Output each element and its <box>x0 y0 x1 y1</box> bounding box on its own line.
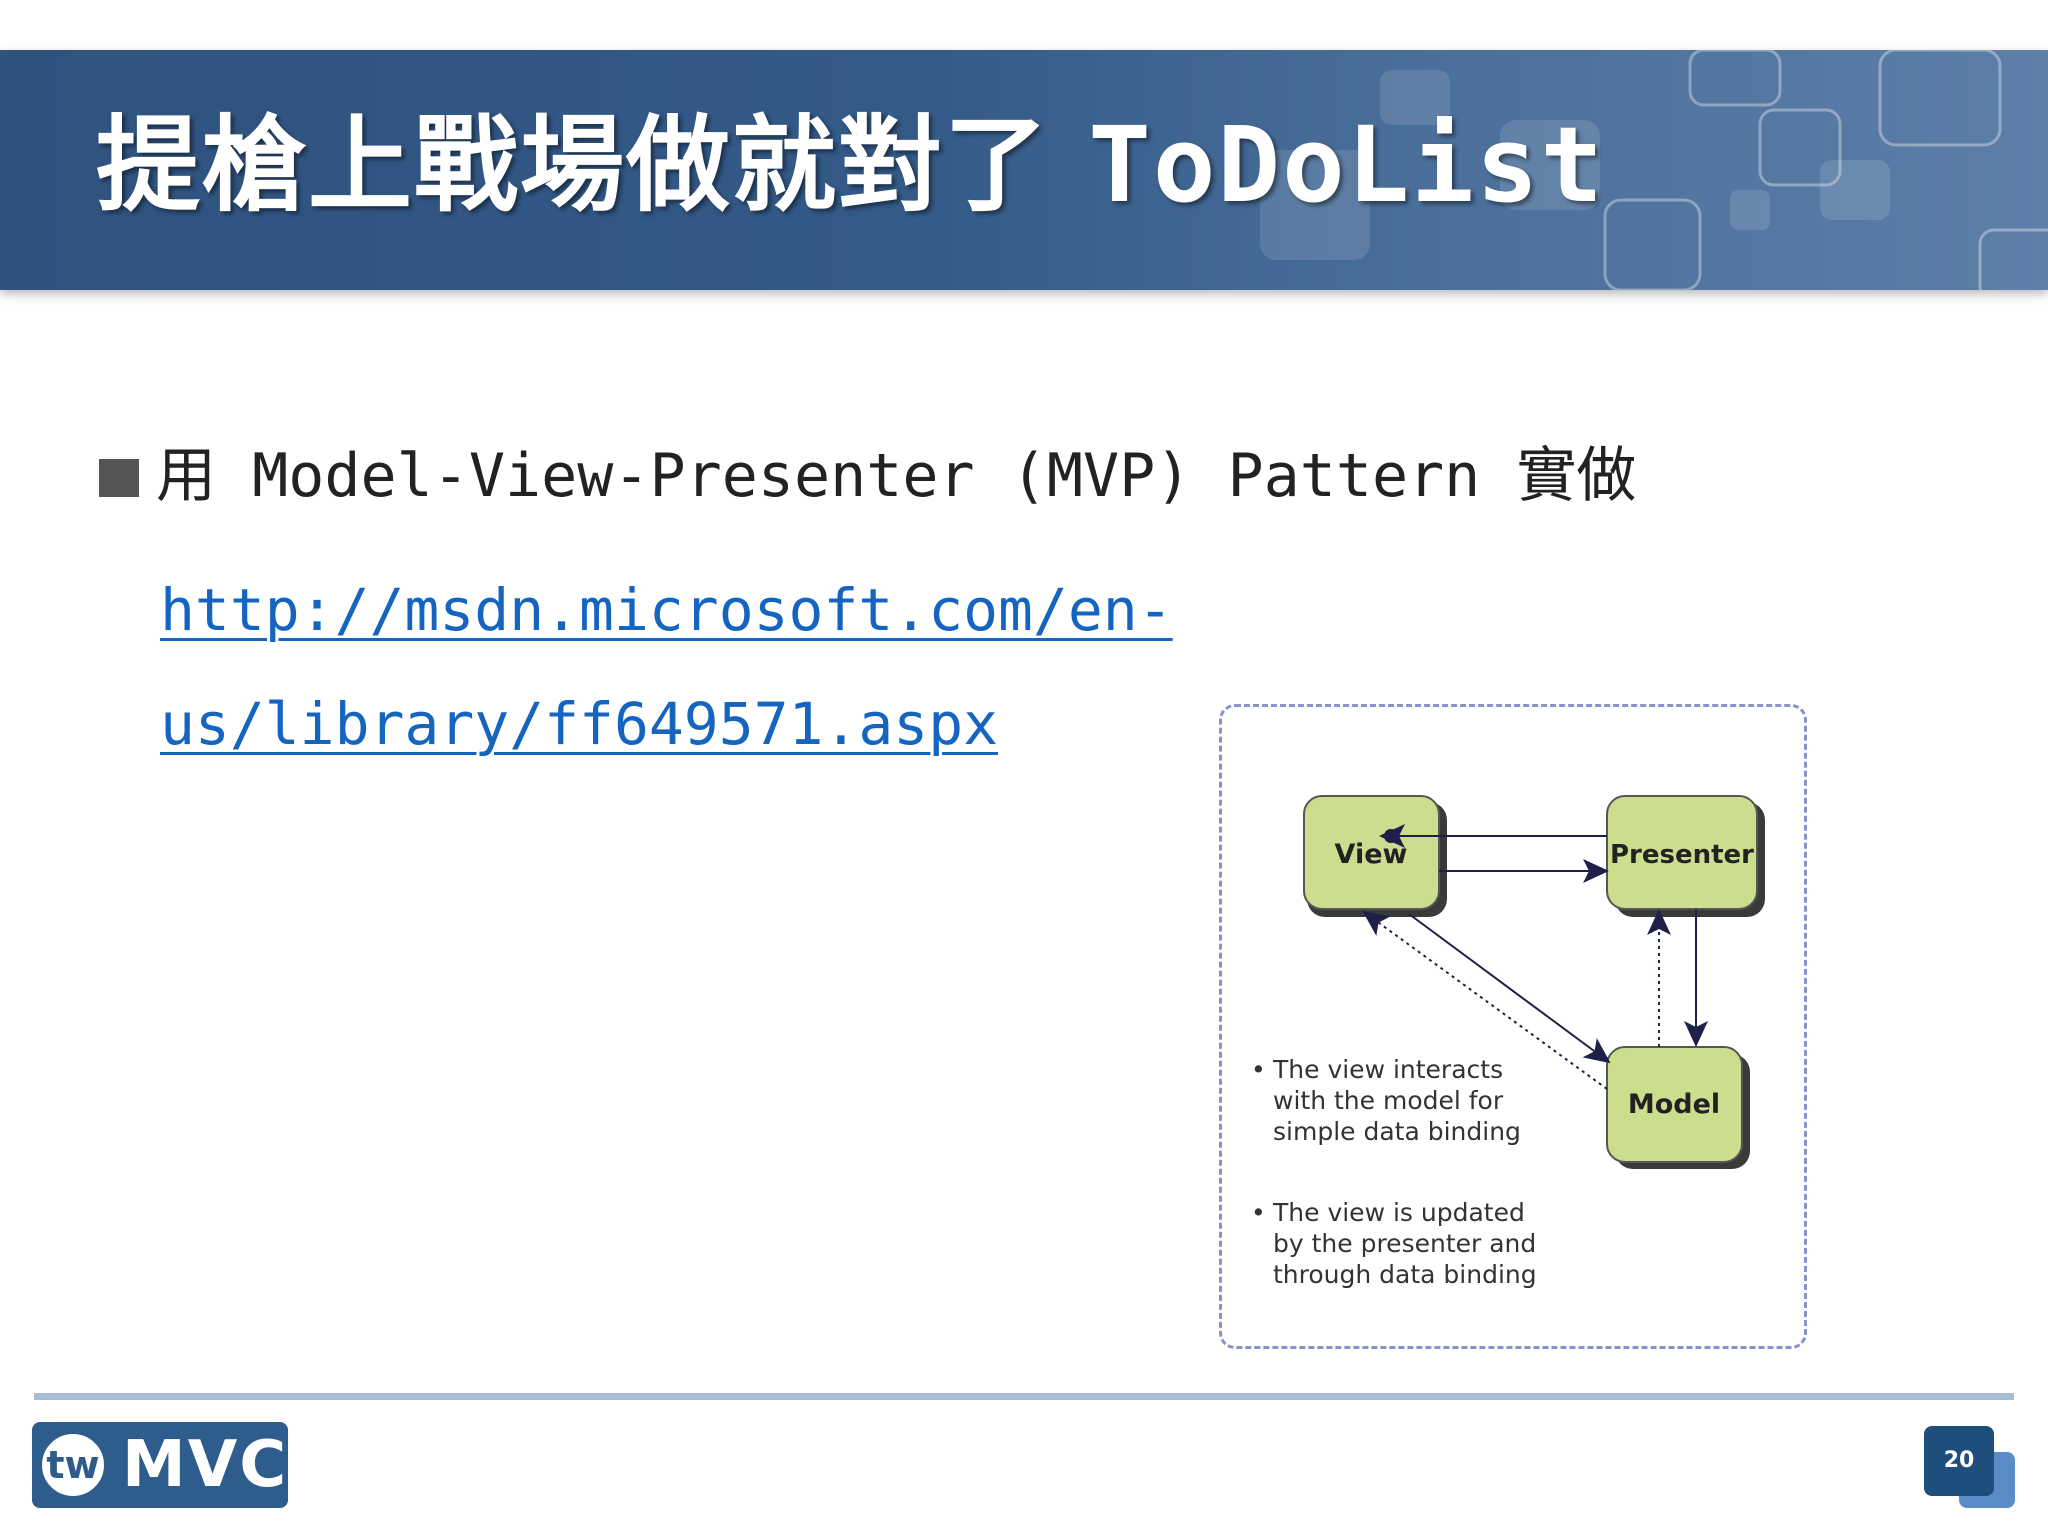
presenter-to-view-dot <box>1384 829 1398 843</box>
page-number: 20 <box>1924 1426 1994 1496</box>
title-banner: 提槍上戰場做就對了 ToDoList <box>0 50 2048 290</box>
logo-mvc-text: MVC <box>122 1428 289 1502</box>
bullet-dot-icon: • <box>1251 1055 1266 1084</box>
model-node <box>1606 1046 1743 1163</box>
twmvc-logo: tw MVC <box>32 1422 288 1508</box>
view-node-label: View <box>1335 839 1408 870</box>
view-node <box>1303 795 1440 910</box>
note-1-line-1: The view interacts <box>1273 1055 1504 1084</box>
diagram-note-2: • The view is updated by the presenter a… <box>1251 1197 1537 1290</box>
mvp-diagram: View Presenter Model <box>1303 795 1765 1169</box>
model-node-label: Model <box>1628 1089 1720 1120</box>
slide-title-latin: ToDoList <box>1088 104 1606 226</box>
presenter-node-label: Presenter <box>1610 840 1754 870</box>
bullet-square-icon <box>99 459 139 497</box>
bullet-prefix: 用 <box>156 441 216 511</box>
slide-title: 提槍上戰場做就對了 ToDoList <box>96 100 1605 230</box>
view-to-model-arrow <box>1408 913 1611 1064</box>
slide-title-cjk: 提槍上戰場做就對了 <box>96 104 1051 226</box>
footer-divider <box>34 1393 2014 1400</box>
bullet-pattern-name: Model-View-Presenter (MVP) Pattern <box>252 441 1481 511</box>
msdn-link-line-1[interactable]: http://msdn.microsoft.com/en- <box>160 576 1173 644</box>
note-1-line-3: simple data binding <box>1273 1117 1521 1146</box>
presenter-node <box>1606 795 1758 910</box>
note-2-line-1: The view is updated <box>1273 1198 1525 1227</box>
note-2-line-3: through data binding <box>1273 1260 1537 1289</box>
model-to-view-arrow <box>1362 910 1608 1090</box>
banner-decoration <box>1260 50 2048 290</box>
bullet-text: 用 Model-View-Presenter (MVP) Pattern 實做 <box>156 436 1636 516</box>
logo-tw-badge: tw <box>38 1430 108 1500</box>
bullet-suffix: 實做 <box>1516 441 1637 511</box>
msdn-link-line-2[interactable]: us/library/ff649571.aspx <box>160 690 999 758</box>
note-1-line-2: with the model for <box>1273 1086 1504 1115</box>
note-2-line-2: by the presenter and <box>1273 1229 1537 1258</box>
diagram-note-1: • The view interacts with the model for … <box>1251 1054 1521 1147</box>
bullet-dot-icon: • <box>1251 1198 1266 1227</box>
